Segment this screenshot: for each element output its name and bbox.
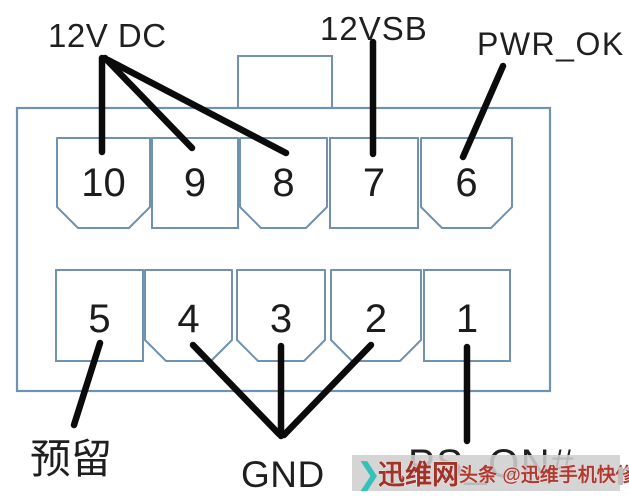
pin-cavity-3 [236, 269, 326, 362]
label-gnd: GND [241, 454, 325, 495]
lead-12vdc-pin9 [101, 54, 196, 152]
watermark-tail-glyph: n [616, 455, 629, 493]
pin-number-8: 8 [272, 161, 294, 205]
label-reserved: 预留 [30, 436, 112, 482]
pin-number-6: 6 [455, 161, 477, 205]
pin-cavity-6 [420, 137, 513, 229]
label-12v-dc: 12V DC [48, 17, 167, 54]
pin-cavity-2 [330, 269, 422, 362]
watermark-bar [352, 455, 620, 491]
pin-number-2: 2 [365, 297, 387, 341]
pin-number-10: 10 [81, 161, 126, 205]
pin-cavity-8 [239, 137, 328, 229]
lead-gnd-pin2 [280, 341, 375, 439]
lead-gnd-pin4 [189, 341, 283, 438]
pin-number-5: 5 [88, 297, 110, 341]
label-12vsb: 12VSB [320, 10, 428, 47]
pin-cavity-10 [56, 137, 151, 229]
pin-number-9: 9 [184, 161, 206, 205]
lead-12vdc-pin8 [104, 56, 290, 157]
pin-number-1: 1 [456, 297, 478, 341]
connector-tab [237, 55, 333, 109]
watermark-handle: 头条 @迅维手机快修 [459, 463, 629, 486]
lead-pwrok-pin6 [459, 62, 507, 161]
watermark-chevron-icon: ❯ [356, 458, 381, 492]
label-pwr-ok: PWR_OK [477, 26, 625, 62]
pin-number-3: 3 [270, 297, 292, 341]
pin-cavity-9 [151, 137, 239, 229]
pin-number-4: 4 [177, 297, 199, 341]
watermark-site-name: 迅维网 [378, 460, 459, 490]
pin-number-7: 7 [363, 161, 385, 205]
lead-reserved-pin5 [70, 339, 104, 429]
